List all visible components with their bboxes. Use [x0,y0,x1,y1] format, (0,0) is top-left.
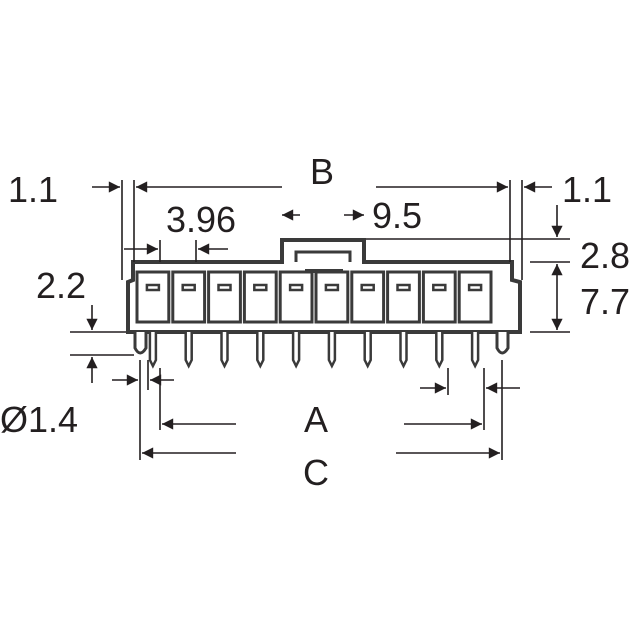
contact-window [432,283,447,292]
pin [184,332,193,369]
slot [314,270,350,324]
slot [171,270,207,324]
pin [435,332,444,369]
contact-window [288,283,304,292]
contact-window [324,283,340,292]
dim-label-top-height: 2.8 [580,235,630,276]
slot [350,270,386,324]
left-peg [133,332,148,355]
contact-window [467,283,483,292]
pin [220,332,229,369]
contact-window [360,283,375,292]
dim-label-pitch: 3.96 [166,199,236,240]
pin [256,332,265,369]
dimension-lines [70,180,570,460]
slot [242,270,278,324]
dim-label-left-margin: 1.1 [8,169,58,210]
dim-label-right-margin: 1.1 [562,169,612,210]
dim-label-b: B [310,151,334,192]
slot [457,270,493,324]
dim-label-c: C [303,452,329,493]
slot [386,270,421,324]
contact-window [145,283,161,292]
pin [363,332,372,369]
dim-label-center-offset: 9.5 [372,195,422,236]
contact-window [181,283,196,292]
slot [207,270,242,324]
dim-label-body-height: 7.7 [580,281,630,322]
pin [470,332,480,369]
contact-window [396,283,411,292]
slot [278,270,314,324]
pin [148,332,158,369]
slot [421,270,457,324]
contact-window [253,283,268,292]
slot [135,270,171,324]
contact-window [217,283,232,292]
dim-label-a: A [304,399,328,440]
pin [291,332,301,369]
dim-label-peg-diameter: Ø1.4 [0,399,78,440]
pin [327,332,337,369]
pin [399,332,408,369]
connector-body [126,238,522,369]
dim-label-pin-offset: 2.2 [36,265,86,306]
right-peg [495,332,510,355]
